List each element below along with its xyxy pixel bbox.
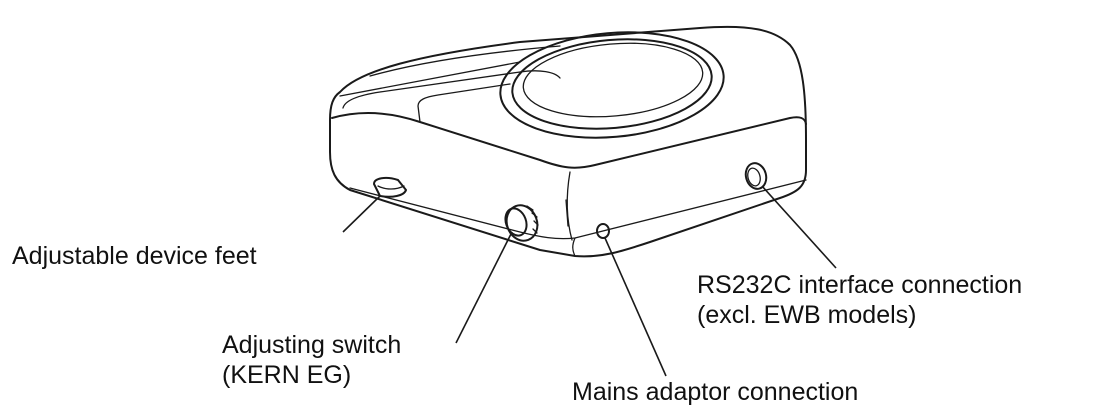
knob-grip-1 xyxy=(526,205,534,211)
label-adjusting-switch: Adjusting switch (KERN EG) xyxy=(222,330,401,390)
rs232c-connector xyxy=(744,162,768,190)
front-corner-line xyxy=(566,171,573,241)
foot-shape xyxy=(373,176,407,198)
rs232c-inner xyxy=(747,167,761,187)
front-rim-line xyxy=(349,179,807,240)
leader-mains xyxy=(604,237,667,377)
label-adjustable-feet-text: Adjustable device feet xyxy=(12,242,257,270)
label-rs232c: RS232C interface connection (excl. EWB m… xyxy=(697,270,1022,330)
knob-grip-2 xyxy=(531,212,538,218)
knob-face xyxy=(504,207,528,237)
body-outline xyxy=(329,25,807,258)
rs232c-outer xyxy=(744,162,768,190)
balance-body xyxy=(329,25,807,258)
label-rs232c-line2: (excl. EWB models) xyxy=(697,301,917,329)
plate-surface xyxy=(522,42,704,118)
side-seam xyxy=(565,199,569,227)
plate-inner-rim xyxy=(511,38,713,130)
left-raised-section-inner xyxy=(417,83,511,123)
label-adjustable-feet: Adjustable device feet xyxy=(12,241,257,271)
left-raised-section xyxy=(342,70,561,109)
top-surface-edge xyxy=(331,112,807,169)
label-adjusting-switch-line2: (KERN EG) xyxy=(222,361,352,389)
label-mains-adaptor: Mains adaptor connection xyxy=(572,377,858,407)
adjusting-switch-knob xyxy=(504,204,539,242)
foot-ring xyxy=(377,185,405,190)
label-rs232c-line1: RS232C interface connection xyxy=(697,271,1023,299)
leader-feet xyxy=(342,195,381,233)
plate-outer-rim xyxy=(499,31,725,139)
mains-socket xyxy=(596,223,610,239)
leader-switch xyxy=(455,231,513,344)
knob-grip-3 xyxy=(533,220,539,226)
adjustable-foot xyxy=(373,176,407,198)
front-bevel xyxy=(572,237,576,257)
label-adjusting-switch-line1: Adjusting switch xyxy=(222,331,402,359)
left-raised-section-ridge xyxy=(339,61,521,97)
label-mains-adaptor-text: Mains adaptor connection xyxy=(572,378,859,406)
weighing-plate xyxy=(499,31,725,139)
mains-socket-outer xyxy=(596,223,610,239)
leader-rs232c xyxy=(761,185,837,269)
knob-grip-4 xyxy=(532,228,538,234)
back-edge xyxy=(369,45,561,77)
